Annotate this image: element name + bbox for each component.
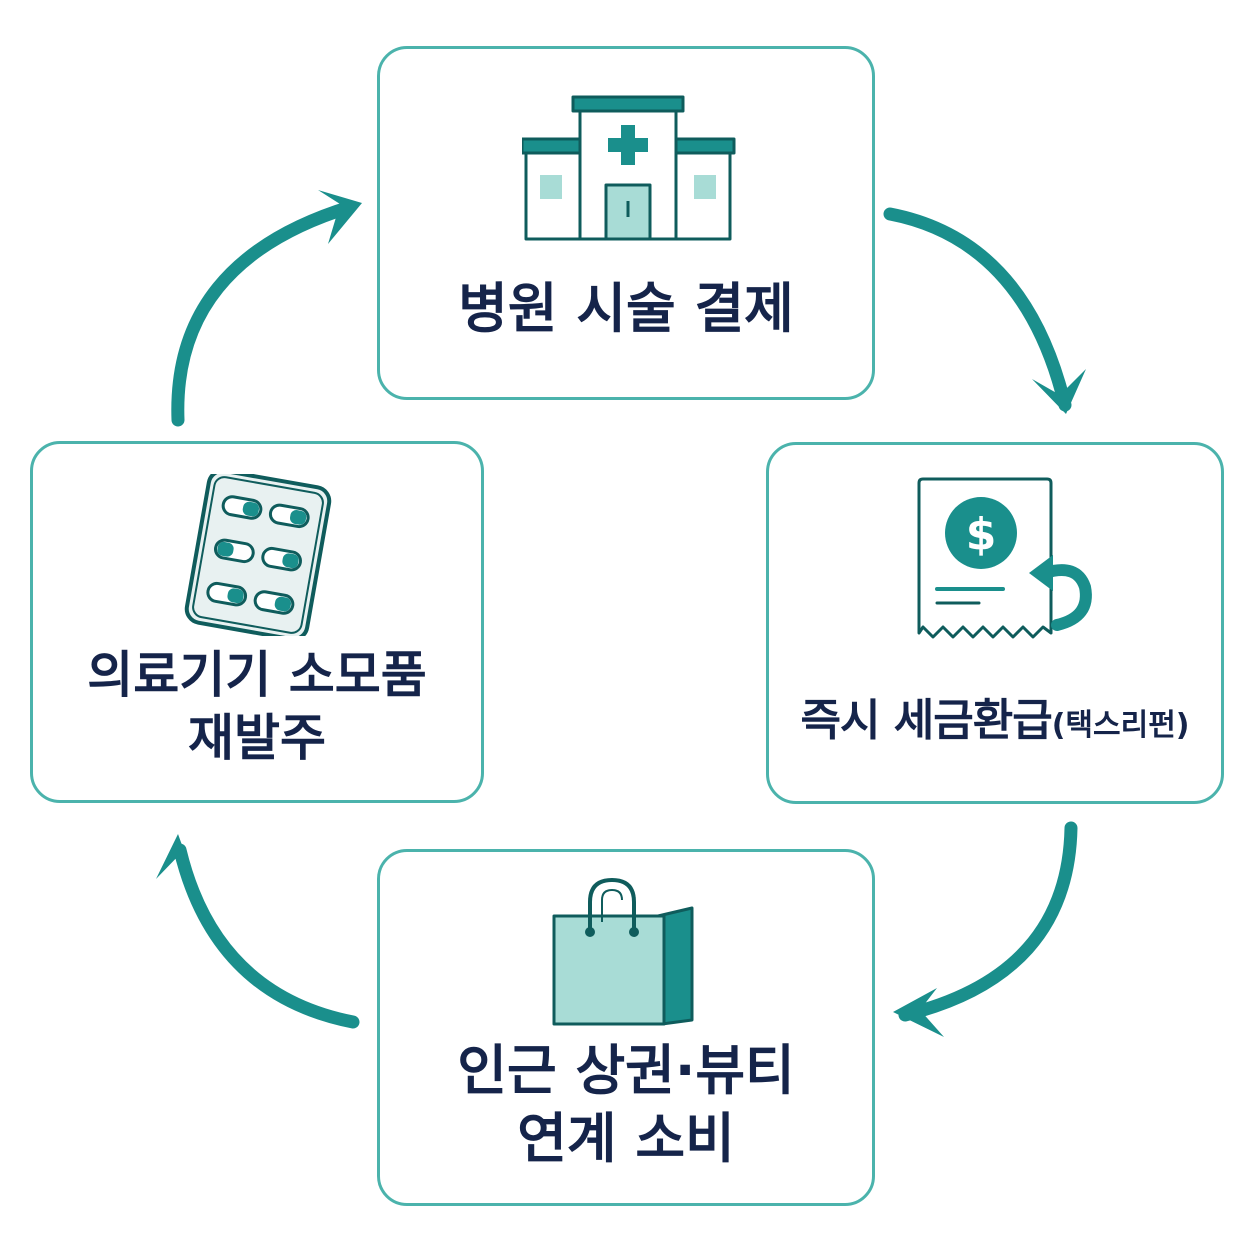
- arrow-right-to-bottom: [898, 821, 1078, 1022]
- step-card-tax-refund: $ 즉시 세금환급(택스리펀): [766, 442, 1224, 804]
- arrow-left-to-top: [171, 200, 357, 427]
- pill-blister-icon: [184, 474, 332, 636]
- step-label-local-shopping: 인근 상권·뷰티 연계 소비: [380, 1037, 872, 1172]
- step-card-local-shopping: 인근 상권·뷰티 연계 소비: [377, 849, 875, 1206]
- shopping-bag-icon: [552, 877, 694, 1026]
- step-card-consumables-reorder: 의료기기 소모품 재발주: [30, 441, 484, 803]
- step-label-tax-refund: 즉시 세금환급(택스리펀): [769, 693, 1221, 748]
- step-label-consumables-reorder-line2: 재발주: [188, 708, 326, 767]
- step-label-consumables-reorder-line1: 의료기기 소모품: [87, 646, 427, 704]
- arrow-top-to-right: [883, 207, 1072, 412]
- svg-text:$: $: [966, 509, 997, 560]
- step-label-consumables-reorder: 의료기기 소모품 재발주: [33, 644, 481, 769]
- hospital-icon: [522, 95, 736, 241]
- arrowhead-right: [1032, 369, 1086, 414]
- step-label-local-shopping-line2: 연계 소비: [517, 1106, 735, 1170]
- step-label-hospital-payment: 병원 시술 결제: [458, 277, 794, 340]
- step-label-tax-refund-main: 즉시 세금환급: [800, 695, 1052, 746]
- receipt-refund-icon: $: [917, 477, 1092, 639]
- arrowhead-left: [156, 834, 195, 881]
- arrow-bottom-to-left: [173, 843, 360, 1029]
- step-label-tax-refund-sub: (택스리펀): [1051, 708, 1190, 743]
- arrowhead-top: [318, 190, 362, 244]
- arrowhead-bottom: [893, 988, 944, 1037]
- step-label-local-shopping-line1: 인근 상권·뷰티: [457, 1039, 795, 1102]
- step-card-hospital-payment: 병원 시술 결제: [377, 46, 875, 400]
